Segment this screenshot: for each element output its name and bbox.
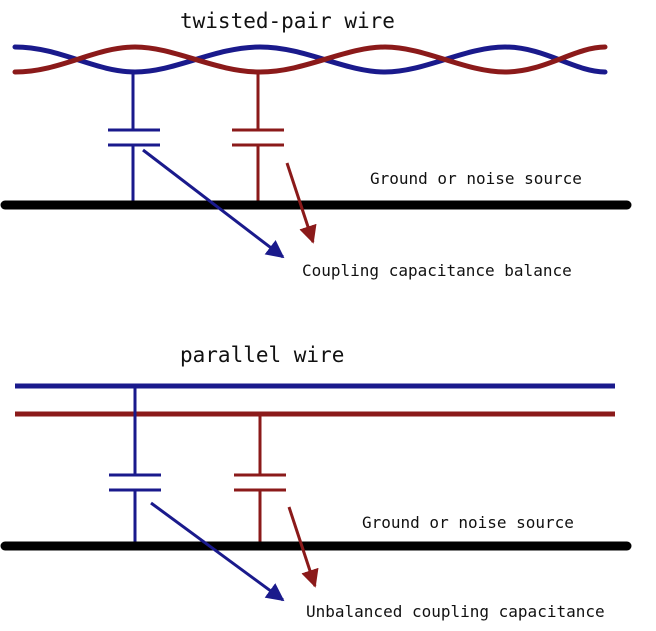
parallel-wire-panel: parallel wire Ground or noise source Unb…: [0, 343, 632, 621]
capacitor-red-top: [232, 72, 284, 205]
twisted-pair-title: twisted-pair wire: [180, 9, 395, 33]
arrow-red-bottom: [287, 506, 319, 588]
arrow-blue-bottom: [150, 501, 285, 602]
parallel-wire-title: parallel wire: [180, 343, 344, 367]
arrow-blue-top: [142, 148, 285, 259]
capacitor-blue-top: [108, 72, 160, 205]
result-label-bottom: Unbalanced coupling capacitance: [306, 602, 605, 621]
twisted-wire-red: [12, 44, 608, 75]
result-label-top: Coupling capacitance balance: [302, 261, 572, 280]
twisted-pair-panel: twisted-pair wire Ground or noise source…: [0, 9, 632, 280]
twisted-wire-blue: [12, 44, 608, 75]
ground-label-bottom: Ground or noise source: [362, 513, 574, 532]
capacitor-blue-bottom: [109, 386, 161, 546]
capacitor-red-bottom: [234, 414, 286, 546]
arrow-red-top: [285, 162, 317, 244]
ground-label-top: Ground or noise source: [370, 169, 582, 188]
